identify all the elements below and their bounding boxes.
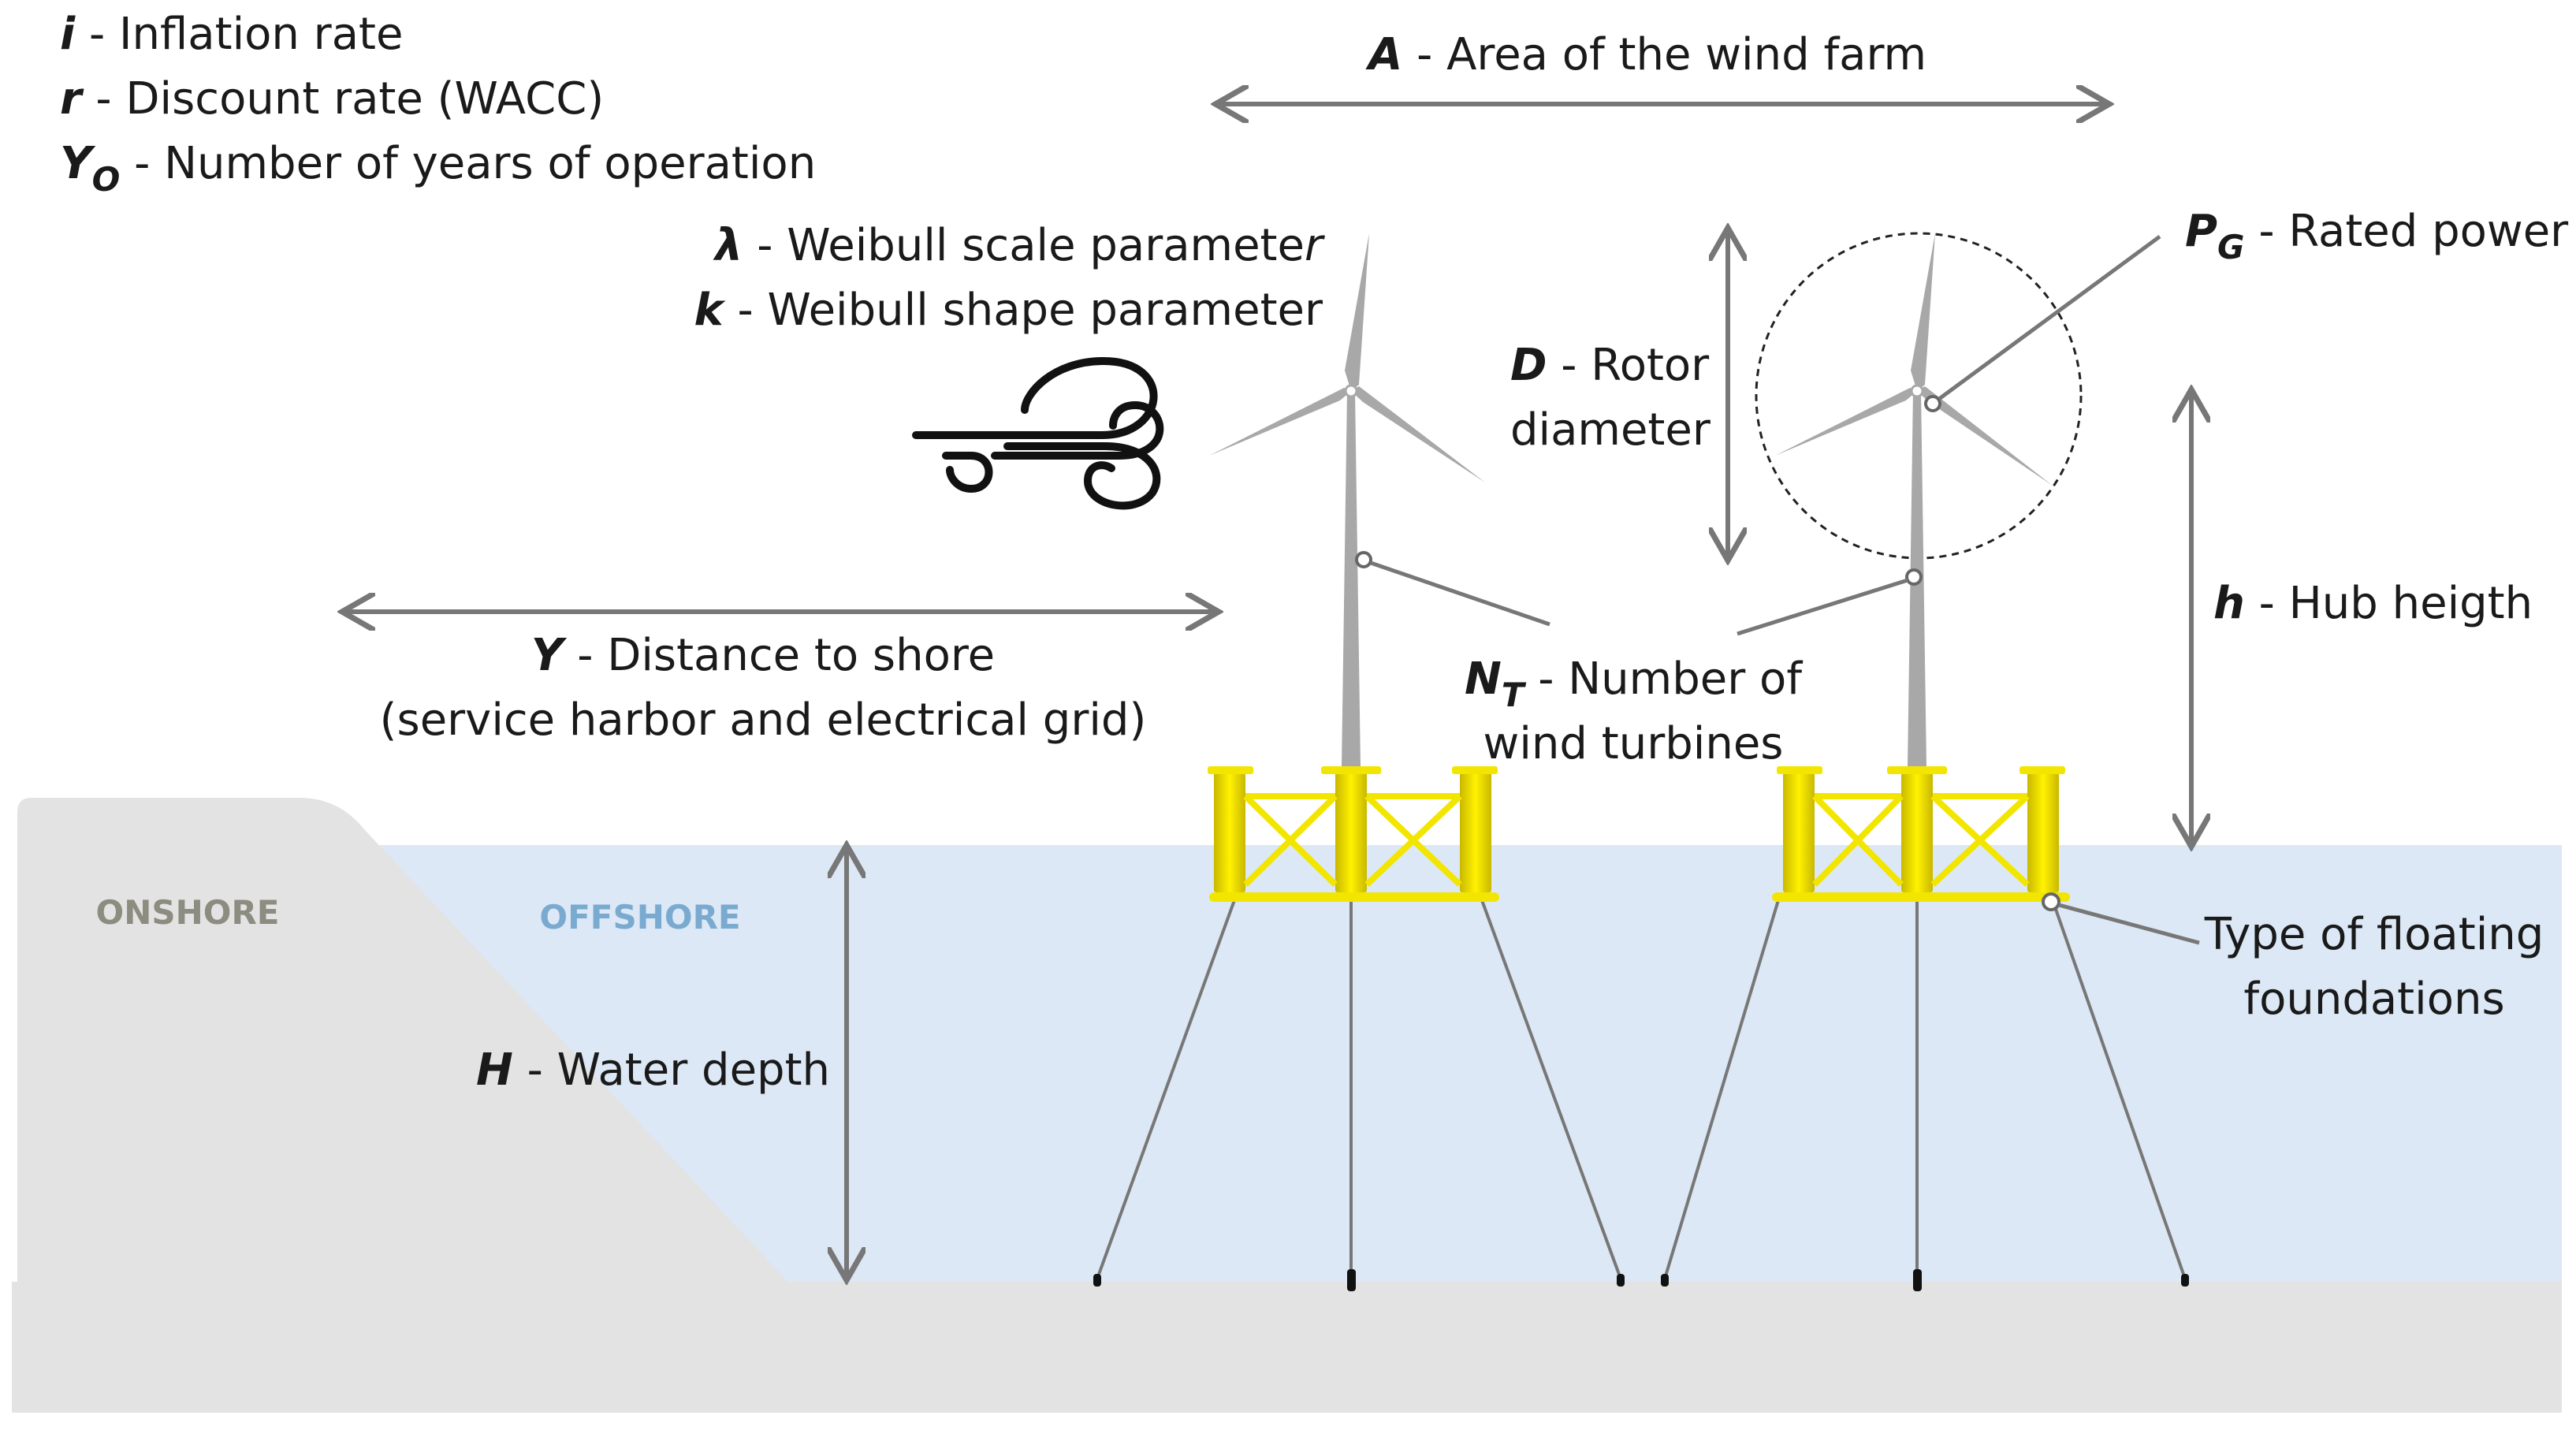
blade-top-2 [1911,233,1935,391]
distance-to-shore-label-line2: (service harbor and electrical grid) [380,695,1147,746]
number-of-turbines-label: NT - Number of [1465,654,1803,714]
rated-power-label: PG - Rated power [2185,206,2569,266]
mooring-lines-1 [1096,899,1622,1279]
hub-2 [1910,384,1924,398]
discount-rate-label: r - Discount rate (WACC) [60,73,604,125]
rated-power-marker [1924,395,1941,412]
number-of-turbines-label-line2: wind turbines [1483,718,1784,769]
inflation-rate-label: i - Inflation rate [60,9,403,60]
tower-1 [1342,391,1361,766]
offshore-label: OFFSHORE [539,898,740,937]
wind-turbine-2 [1661,232,2200,1291]
rotor-diameter-label-line2: diameter [1510,404,1711,456]
hub-1 [1344,384,1358,398]
hub-height-label: h - Hub heigth [2213,578,2533,629]
anchors-2 [1661,1269,2189,1291]
blade-right-1 [1351,386,1485,482]
mooring-lines-2 [1663,899,2187,1279]
wind-icon [912,356,1164,510]
water-depth-label: H - Water depth [476,1045,830,1096]
area-label: A - Area of the wind farm [1365,29,1926,80]
foundation-marker [2042,892,2060,911]
floating-platform-2 [1772,766,2070,902]
blade-left-1 [1209,388,1351,456]
rotor-diameter-label: D - Rotor [1510,340,1710,391]
turbine-leader-1 [1370,560,1550,627]
floating-foundation-label-line2: foundations [2243,974,2504,1025]
wind-turbine-1 [1093,233,1625,1291]
weibull-scale-label: λ - Weibull scale parameter [713,220,1325,271]
onshore-label: ONSHORE [96,893,280,932]
foundation-leader [2058,903,2200,945]
rated-power-leader [1938,234,2161,401]
turbine-marker-2 [1905,568,1923,586]
seabed [12,1282,2562,1413]
floating-foundation-label: Type of floating [2204,909,2544,960]
weibull-shape-label: k - Weibull shape parameter [694,285,1323,336]
turbine-leader-2 [1737,578,1908,636]
floating-platform-1 [1208,766,1499,902]
blade-right-2 [1917,386,2053,486]
blade-left-2 [1775,388,1917,456]
distance-to-shore-label: Y - Distance to shore [531,630,995,681]
years-of-operation-label: YO - Number of years of operation [60,138,816,199]
anchors-1 [1093,1269,1625,1291]
blade-top-1 [1345,233,1369,391]
onshore-land [17,798,788,1282]
turbine-marker-1 [1355,551,1372,568]
